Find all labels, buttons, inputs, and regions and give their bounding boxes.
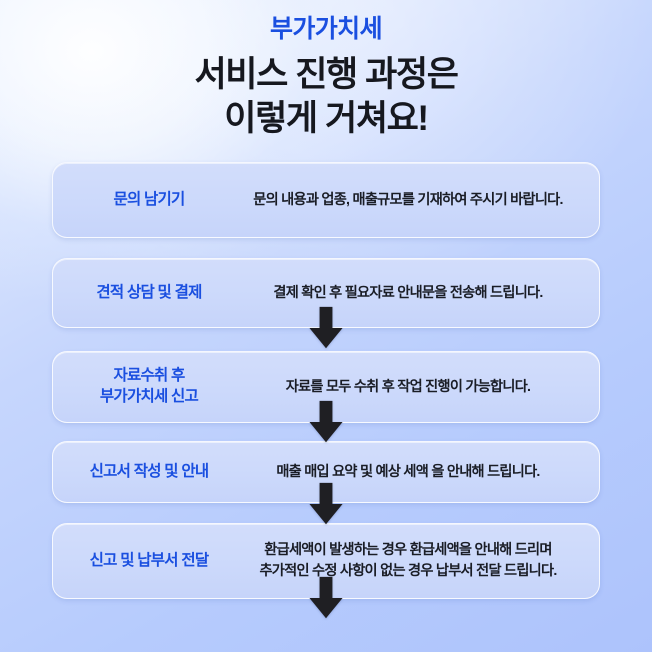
process-step-2: 견적 상담 및 결제 결제 확인 후 필요자료 안내문을 전송해 드립니다. — [52, 258, 600, 349]
arrow-down-icon — [309, 483, 343, 525]
step-label: 자료수취 후 부가가치세 신고 — [99, 367, 199, 406]
step-gap — [52, 238, 600, 258]
step-card[interactable]: 견적 상담 및 결제 결제 확인 후 필요자료 안내문을 전송해 드립니다. — [52, 258, 600, 329]
process-step-1: 문의 남기기 문의 내용과 업종, 매출규모를 기재하여 주시기 바랍니다. — [52, 162, 600, 239]
step-label: 문의 남기기 — [113, 190, 185, 208]
step-card[interactable]: 문의 남기기 문의 내용과 업종, 매출규모를 기재하여 주시기 바랍니다. — [52, 162, 600, 239]
page-title-line-1: 서비스 진행 과정은 — [194, 55, 458, 94]
page-header: 부가가치세 서비스 진행 과정은 이렇게 거쳐요! — [0, 0, 652, 141]
step-description: 매출 매입 요약 및 예상 세액 을 안내해 드립니다. — [276, 463, 540, 480]
process-step-5: 신고 및 납부서 전달 환급세액이 발생하는 경우 환급세액을 안내해 드리며 … — [52, 523, 600, 619]
process-step-4: 신고서 작성 및 안내 매출 매입 요약 및 예상 세액 을 안내해 드립니다. — [52, 441, 600, 525]
step-label: 견적 상담 및 결제 — [96, 283, 202, 301]
step-description: 결제 확인 후 필요자료 안내문을 전송해 드립니다. — [273, 284, 543, 301]
page-title: 서비스 진행 과정은 이렇게 거쳐요! — [0, 53, 652, 141]
arrow-down-icon — [309, 401, 343, 443]
page-title-line-2: 이렇게 거쳐요! — [224, 99, 429, 139]
arrow-down-icon — [309, 307, 343, 349]
process-step-list: 문의 남기기 문의 내용과 업종, 매출규모를 기재하여 주시기 바랍니다. 견… — [52, 162, 600, 619]
step-description: 문의 내용과 업종, 매출규모를 기재하여 주시기 바랍니다. — [253, 191, 563, 208]
step-label: 신고서 작성 및 안내 — [89, 462, 210, 480]
step-description: 환급세액이 발생하는 경우 환급세액을 안내해 드리며 추가적인 수정 사항이 … — [259, 541, 557, 580]
step-label: 신고 및 납부서 전달 — [89, 551, 210, 569]
process-step-3: 자료수취 후 부가가치세 신고 자료를 모두 수취 후 작업 진행이 가능합니다… — [52, 351, 600, 443]
step-description: 자료를 모두 수취 후 작업 진행이 가능합니다. — [285, 378, 531, 395]
eyebrow-title: 부가가치세 — [269, 15, 383, 43]
arrow-down-icon — [309, 577, 343, 619]
